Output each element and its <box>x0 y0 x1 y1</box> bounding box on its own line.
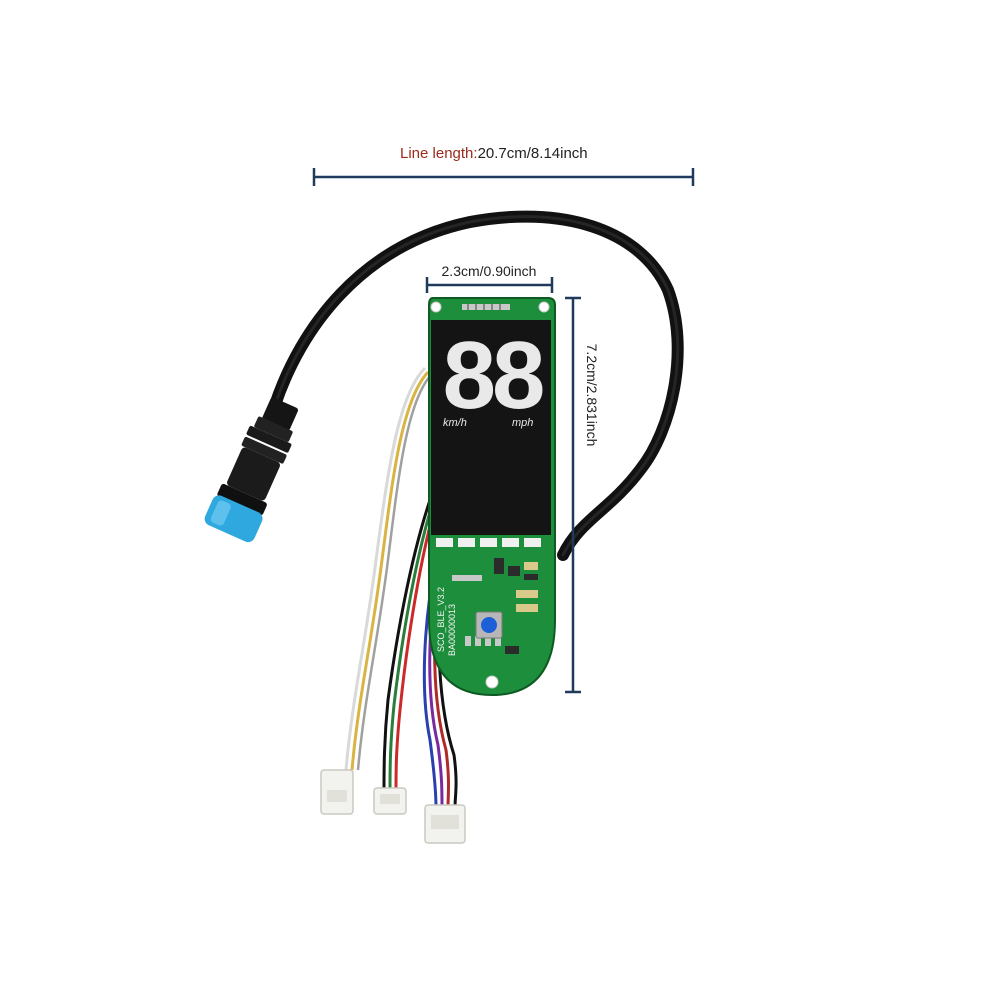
waterproof-connector <box>204 397 298 543</box>
lcd-display <box>431 320 551 535</box>
pcb-board: 88 km/h mph <box>428 297 556 697</box>
height-dimension: 7.2cm/2.831inch <box>565 296 600 694</box>
speed-digits: 88 <box>443 322 543 429</box>
battery-bars <box>436 538 541 547</box>
cable <box>269 210 684 561</box>
board-part-number: BA00000013 <box>447 604 457 656</box>
jst-connector-left <box>320 769 354 815</box>
push-button <box>475 611 503 639</box>
jst-connector-right <box>424 804 466 844</box>
line-length-value: 20.7cm/8.14inch <box>478 145 588 162</box>
height-label: 7.2cm/2.831inch <box>584 344 600 447</box>
board-model-label: SCO_BLE_V3.2 <box>436 587 446 652</box>
width-dimension: 2.3cm/0.90inch <box>425 263 554 293</box>
top-pin-header <box>462 304 510 310</box>
jst-connector-middle <box>373 787 407 815</box>
svg-text:Line length:20.7cm/8.14inch: Line length:20.7cm/8.14inch <box>400 145 588 162</box>
width-label: 2.3cm/0.90inch <box>442 263 537 279</box>
line-length-label: Line length: <box>400 145 478 162</box>
unit-kmh: km/h <box>443 417 467 429</box>
line-length-dimension: Line length:20.7cm/8.14inch <box>312 145 695 186</box>
unit-mph: mph <box>512 417 533 429</box>
smd-components <box>452 558 538 654</box>
